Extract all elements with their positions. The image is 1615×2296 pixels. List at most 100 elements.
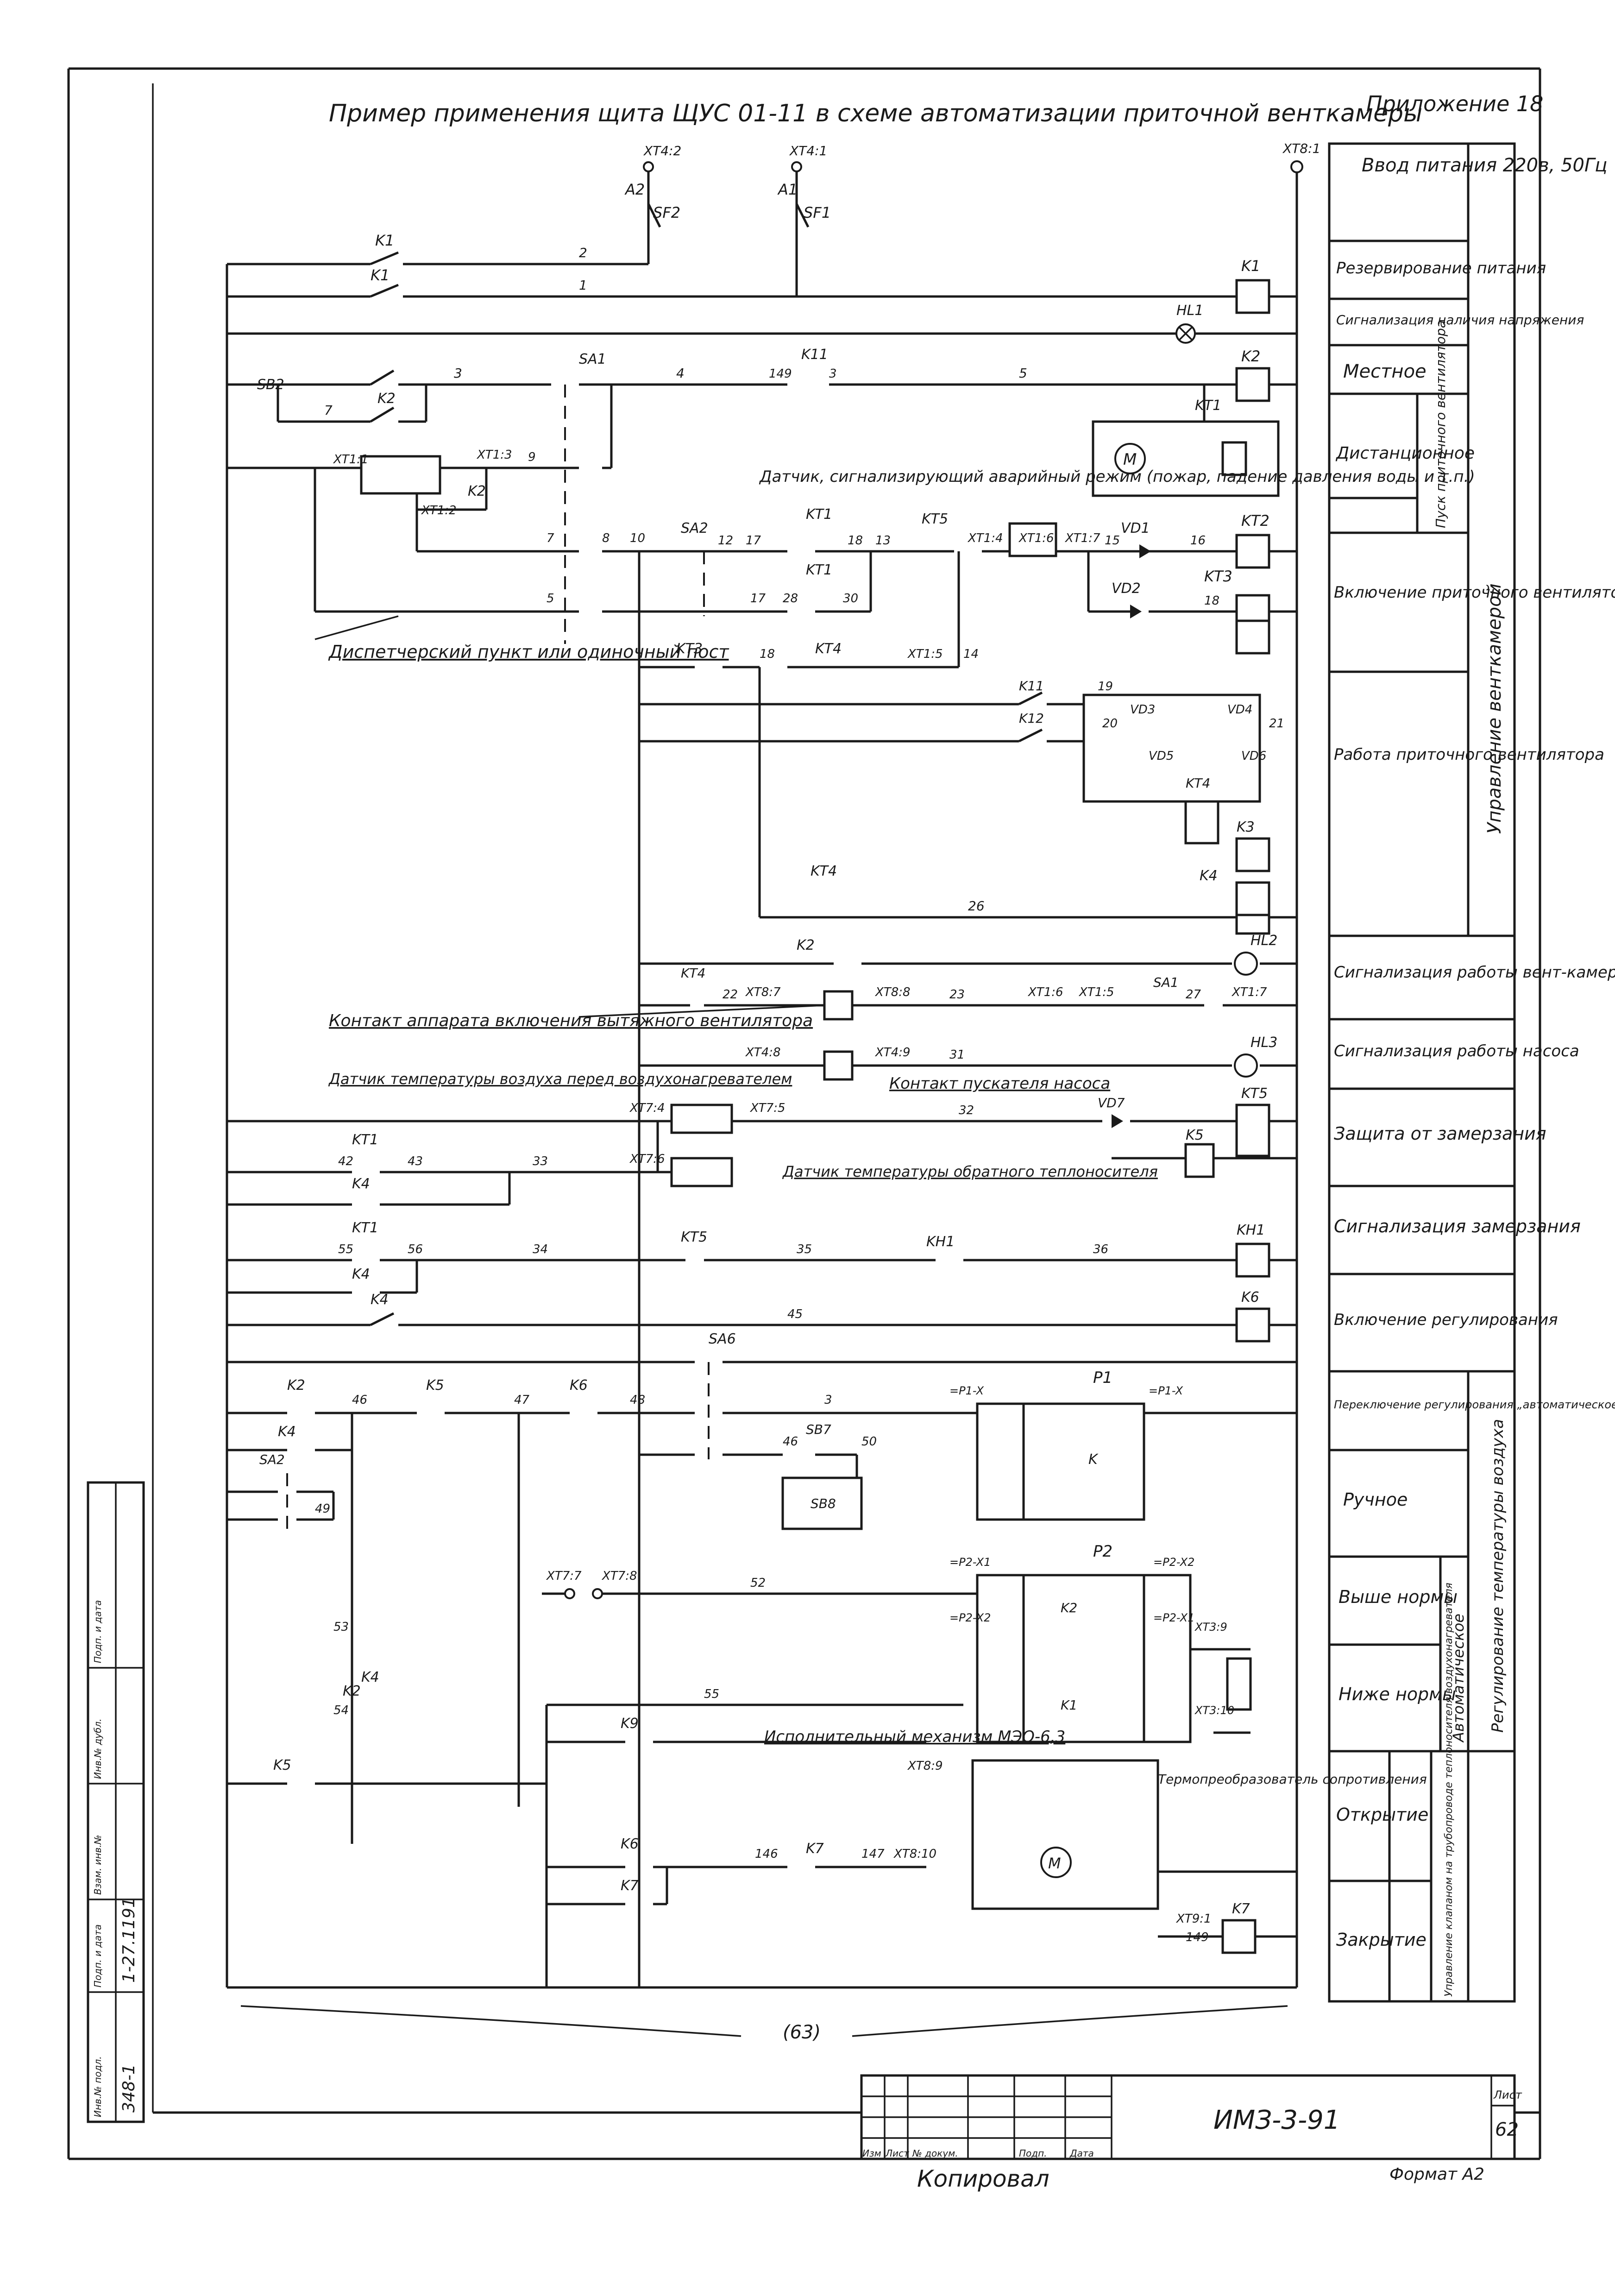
wn-31: 33 <box>533 1154 548 1168</box>
lbl-xt5: XT1:5 <box>1078 985 1114 999</box>
strip-podp-data: Подп. и дата <box>92 1924 103 1987</box>
row-freeze-signal: Сигнализация замерзания <box>1334 1216 1581 1236</box>
annot-air-sensor: Датчик температуры воздуха перед воздухо… <box>328 1070 792 1088</box>
wn-20: 20 <box>1102 717 1118 731</box>
wn-50: 55 <box>704 1687 719 1701</box>
group-pusk-label: Пуск приточного вентилятора <box>1433 320 1448 528</box>
annot-alarm-sensor: Датчик, сигнализирующий аварийный режим … <box>759 467 1475 486</box>
supply-breakers: XT4:2 XT4:1 A2 A1 SF2 SF1 <box>624 143 831 296</box>
lbl-kt4c: KT4 <box>811 863 837 879</box>
strip-podp-data2: Подп. и дата <box>92 1600 103 1663</box>
lbl-xt810: XT8:10 <box>893 1847 936 1861</box>
lbl-kt1: KT1 <box>1195 397 1221 414</box>
row-freeze-protect: Защита от замерзания <box>1334 1123 1546 1144</box>
lbl-xt16: XT1:6 <box>1018 531 1054 545</box>
wn-28: 31 <box>949 1048 965 1062</box>
lbl-vd7: VD7 <box>1098 1095 1125 1110</box>
kt3-row: KT3 KT4 XT1:5 18 14 26 <box>638 551 1297 1987</box>
lbl-k7c: K7 <box>1232 1901 1250 1917</box>
lbl-kt4d: KT4 <box>681 965 705 981</box>
lbl-xt6: XT1:6 <box>1027 985 1063 999</box>
lbl-kt2: KT2 <box>1241 512 1269 530</box>
lbl-p2x1: =P2-X1 <box>949 1556 991 1569</box>
wn-11: 12 <box>718 534 733 548</box>
appendix-label: Приложение 18 <box>1366 91 1543 116</box>
lbl-kt5c: KT5 <box>681 1229 707 1245</box>
lbl-vd5: VD5 <box>1149 749 1174 763</box>
lbl-xt49: XT4:9 <box>874 1046 911 1060</box>
group-reg-label: Регулирование температуры воздуха <box>1489 1419 1507 1733</box>
annot-dispatcher: Диспетчерский пункт или одиночный пост <box>328 642 729 662</box>
wn-26: 28 <box>783 592 798 606</box>
lbl-sf1: SF1 <box>804 204 831 221</box>
lbl-xt91: XT9:1 <box>1175 1912 1212 1926</box>
lbl-p1x: =P1-X <box>949 1384 984 1397</box>
wn-41: 45 <box>787 1307 803 1321</box>
continuation-note: (63) <box>783 2022 821 2043</box>
wn-15: 16 <box>1190 534 1206 548</box>
lbl-a1: A1 <box>777 181 798 198</box>
strip-vzam: Взам. инв.№ <box>92 1835 103 1895</box>
wn-55: 149 <box>769 367 792 381</box>
wn-10: 10 <box>630 531 645 545</box>
wn-17: 18 <box>848 534 863 548</box>
wn-27b: 27 <box>1186 988 1201 1002</box>
wn-47b: 52 <box>750 1576 766 1590</box>
lbl-k4d: K4 <box>371 1292 389 1308</box>
lbl-kt5: KT5 <box>922 511 948 527</box>
wn-19: 19 <box>1098 680 1113 694</box>
wn-1: 1 <box>579 278 587 293</box>
lbl-hl1: HL1 <box>1176 303 1203 319</box>
lbl-p2x2: =P2-X2 <box>1153 1556 1194 1569</box>
lbl-xt89: XT8:9 <box>907 1759 943 1773</box>
row-voltage-signal: Сигнализация наличия напряжения <box>1336 312 1584 328</box>
wn-5b: 5 <box>547 592 554 606</box>
wn-7b: 7 <box>547 531 554 545</box>
lbl-sa1: SA1 <box>579 351 606 367</box>
lbl-xt87: XT8:7 <box>745 985 781 999</box>
lbl-hl3: HL3 <box>1251 1034 1277 1051</box>
lbl-kk: K <box>1088 1451 1099 1468</box>
motor-m: M <box>1123 450 1137 469</box>
wn-56: 3 <box>829 367 837 381</box>
freeze-signal: KT1 K4 KT5 KH1 KH1 55 56 34 35 36 <box>227 1220 1297 1294</box>
actuator-motor: M <box>1048 1854 1061 1872</box>
wn-17b: 18 <box>1204 594 1219 608</box>
lbl-kt1c: KT1 <box>806 562 832 578</box>
function-table: Ввод питания 220в, 50Гц Резервирование п… <box>1328 142 1615 2003</box>
continuation-brace <box>240 2005 1288 2037</box>
wn-44: 48 <box>630 1393 645 1407</box>
row-local: Местное <box>1343 361 1426 382</box>
wn-12: 13 <box>875 534 891 548</box>
wn-47: 56 <box>408 1243 423 1256</box>
sheet-frame <box>67 67 1541 2160</box>
wn-144: 3 <box>824 1393 832 1407</box>
row-above: Выше нормы <box>1339 1587 1458 1607</box>
stamp-izm: Изм <box>862 2148 881 2159</box>
wn-13: 14 <box>963 647 979 661</box>
lbl-sa2b: SA2 <box>259 1452 285 1467</box>
lbl-k1d: K1 <box>1061 1697 1077 1713</box>
lbl-sb7: SB7 <box>806 1422 831 1437</box>
row-manual: Ручное <box>1343 1489 1408 1510</box>
lbl-k4c: K4 <box>352 1266 370 1282</box>
wn-21: 21 <box>1269 717 1284 731</box>
lbl-k7: K7 <box>621 1878 639 1894</box>
lbl-xt910: XT3:10 <box>1194 1704 1234 1717</box>
wn-46: 55 <box>338 1243 353 1256</box>
wn-145: 46 <box>783 1435 798 1449</box>
wn-5: 5 <box>1019 366 1027 381</box>
lbl-k2: K2 <box>377 391 396 407</box>
lbl-k7b: K7 <box>806 1841 824 1857</box>
lbl-xt41: XT4:1 <box>789 143 827 158</box>
lbl-xt15: XT1:5 <box>907 647 943 661</box>
lbl-k1c: K1 <box>1241 257 1260 275</box>
wn-33: 35 <box>797 1243 812 1256</box>
wn-27: 30 <box>843 592 858 606</box>
lbl-k4e: K4 <box>278 1424 296 1440</box>
lbl-xt78: XT7:8 <box>601 1569 637 1583</box>
lbl-k2f: K2 <box>1061 1600 1077 1615</box>
lbl-k5: K5 <box>1186 1127 1204 1143</box>
lbl-sa1b: SA1 <box>1153 975 1179 990</box>
dispatcher-block: XT1:1 XT1:3 XT1:2 K2 9 7 8 10 5 Диспетче… <box>227 385 729 662</box>
